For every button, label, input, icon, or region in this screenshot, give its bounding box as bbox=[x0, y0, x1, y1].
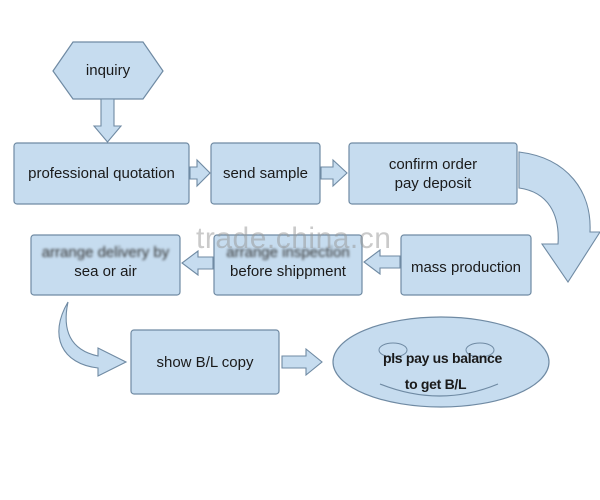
professional-quotation-label: professional quotation bbox=[28, 165, 175, 182]
smiley-right-eye bbox=[465, 342, 495, 358]
arrow-quotation-to-sample bbox=[189, 158, 211, 188]
mass-production-node: mass production bbox=[401, 235, 531, 297]
show-bl-copy-node: show B/L copy bbox=[131, 330, 279, 394]
arrow-inspection-to-delivery bbox=[181, 249, 214, 277]
curved-arrow-right bbox=[518, 151, 600, 283]
confirm-order-line2: pay deposit bbox=[394, 174, 472, 192]
curved-arrow-left bbox=[58, 301, 128, 377]
arrange-delivery-line1: arrange delivery by bbox=[41, 244, 170, 261]
arrange-inspection-line2: before shippment bbox=[230, 263, 346, 280]
pay-balance-ellipse-shape bbox=[332, 316, 550, 408]
smiley-left-eye bbox=[378, 342, 408, 358]
arrange-delivery-line2: sea or air bbox=[74, 263, 137, 280]
inquiry-label: inquiry bbox=[85, 62, 131, 79]
arrow-production-to-inspection bbox=[363, 248, 401, 276]
inquiry-hexagon-shape bbox=[52, 41, 164, 100]
arrow-sample-to-confirm bbox=[320, 158, 348, 188]
pay-balance-line2: to get B/L bbox=[404, 376, 467, 392]
arrange-inspection-node: arrange inspection before shippment bbox=[214, 235, 362, 295]
confirm-order-node: confirm order pay deposit bbox=[349, 143, 517, 204]
confirm-order-line1: confirm order bbox=[388, 155, 478, 173]
show-bl-copy-label: show B/L copy bbox=[156, 353, 254, 371]
arrow-bl-to-balance bbox=[281, 347, 323, 377]
arrange-delivery-box-shape bbox=[30, 234, 181, 296]
send-sample-node: send sample bbox=[211, 143, 320, 204]
professional-quotation-node: professional quotation bbox=[14, 143, 189, 204]
inquiry-node: inquiry bbox=[53, 42, 163, 99]
arrange-delivery-node: arrange delivery by sea or air bbox=[31, 235, 180, 295]
pay-balance-line1: pls pay us balance bbox=[382, 350, 503, 366]
mass-production-box-shape bbox=[400, 234, 532, 296]
send-sample-box-shape bbox=[210, 142, 321, 205]
watermark-text: trade.china.cn bbox=[196, 222, 392, 255]
show-bl-copy-box-shape bbox=[130, 329, 280, 395]
professional-quotation-box-shape bbox=[13, 142, 190, 205]
arrange-inspection-line1: arrange inspection bbox=[226, 244, 350, 261]
smiley-mouth bbox=[379, 383, 499, 397]
mass-production-label: mass production bbox=[410, 258, 522, 276]
confirm-order-box-shape bbox=[348, 142, 518, 205]
pay-balance-node: pls pay us balance to get B/L bbox=[360, 342, 525, 400]
arrow-inquiry-to-quotation bbox=[92, 98, 123, 143]
send-sample-label: send sample bbox=[222, 165, 309, 182]
arrange-inspection-box-shape bbox=[213, 234, 363, 296]
